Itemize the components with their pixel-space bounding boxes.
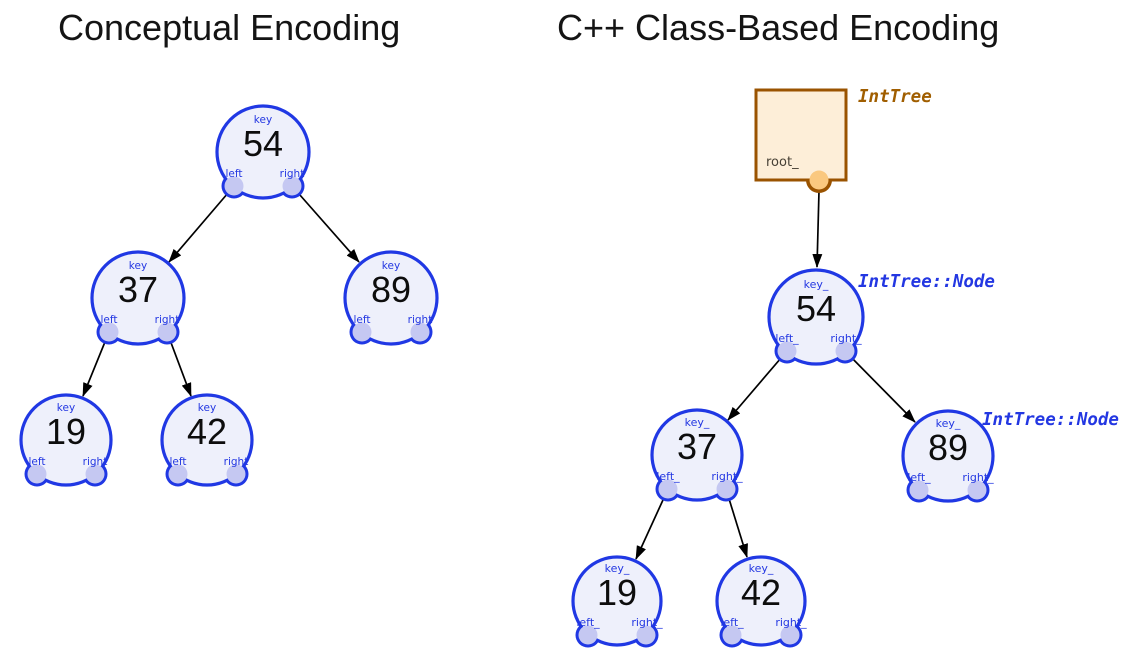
inttree-object-box: root_ (754, 88, 848, 193)
left-port (909, 480, 929, 500)
edge-54-left-37 (168, 185, 235, 263)
left-field-label: left (169, 456, 186, 468)
inttree-class-label: IntTree (858, 87, 932, 107)
key-field-label: key (382, 260, 400, 272)
right-field-label: right (83, 456, 108, 468)
node-value: 37 (118, 269, 158, 310)
node-value: 37 (677, 426, 717, 467)
right-tree-node-42: key_ 42 left_ right_ (715, 555, 807, 648)
node-body (650, 408, 744, 502)
right-tree-node-19: key_ 19 left_ right_ (571, 555, 663, 648)
node-body (901, 409, 995, 503)
left-port (352, 322, 372, 342)
right-port (410, 322, 430, 342)
key-field-label: key_ (936, 417, 961, 430)
right-field-label: right_ (631, 616, 663, 629)
right-tree-edges (635, 190, 916, 560)
left-field-label: left (353, 314, 370, 326)
left-tree-node-42: key 42 left right (160, 393, 254, 487)
left-port (224, 176, 244, 196)
node-body (160, 393, 254, 487)
right-field-label: right (155, 314, 180, 326)
right-port (967, 480, 987, 500)
key-field-label: key_ (605, 562, 630, 575)
left-port (578, 625, 598, 645)
right-field-label: right (280, 168, 305, 180)
node-value: 42 (187, 411, 227, 452)
edge-root-54 (812, 190, 823, 268)
left-port (27, 464, 47, 484)
right-port (636, 625, 656, 645)
root-port (809, 170, 829, 190)
right-port (780, 625, 800, 645)
key-field-label: key_ (749, 562, 774, 575)
left-tree-node-37: key 37 left right (90, 250, 186, 346)
key-field-label: key (254, 114, 272, 126)
right-field-label: right (224, 456, 249, 468)
left-field-label: left_ (656, 470, 680, 483)
right-field-label: right_ (711, 470, 743, 483)
node-value: 89 (371, 269, 411, 310)
left-field-label: left_ (907, 471, 931, 484)
node-body (571, 555, 663, 647)
right-port (226, 464, 246, 484)
left-tree-node-54: key 54 left right (215, 104, 311, 200)
edge-54-right-89 (291, 185, 360, 263)
left-field-label: left_ (576, 616, 600, 629)
edge-54-left-37 (727, 350, 788, 421)
right-field-label: right_ (830, 332, 862, 345)
key-field-label: key_ (685, 416, 710, 429)
right-port (835, 341, 855, 361)
node-body (767, 268, 865, 366)
node-value: 42 (741, 572, 781, 613)
node-value: 19 (597, 572, 637, 613)
right-field-label: right (408, 314, 433, 326)
node-value: 54 (243, 123, 283, 164)
node-class-label: IntTree::Node (982, 410, 1119, 430)
key-field-label: key (129, 260, 147, 272)
node-value: 54 (796, 288, 836, 329)
right-tree-node-89: key_ 89 left_ right_ (901, 409, 995, 503)
right-field-label: right_ (775, 616, 807, 629)
key-field-label: key (57, 402, 75, 414)
right-diagram-title: C++ Class-Based Encoding (557, 7, 999, 48)
right-tree-node-37: key_ 37 left_ right_ (650, 408, 744, 502)
node-body (90, 250, 186, 346)
right-field-label: right_ (962, 471, 994, 484)
node-body (715, 555, 807, 647)
left-tree-node-89: key 89 left right (343, 250, 439, 346)
node-body (19, 393, 113, 487)
left-port (722, 625, 742, 645)
key-field-label: key (198, 402, 216, 414)
node-value: 19 (46, 411, 86, 452)
node-class-label: IntTree::Node (858, 272, 995, 292)
root-field-label: root_ (766, 155, 799, 170)
left-diagram-title: Conceptual Encoding (58, 7, 400, 48)
left-tree-node-19: key 19 left right (19, 393, 113, 487)
left-field-label: left_ (720, 616, 744, 629)
right-port (85, 464, 105, 484)
left-port (658, 479, 678, 499)
edge-37-left-19 (635, 488, 669, 560)
inttree-box (754, 88, 848, 182)
left-field-label: left_ (775, 332, 799, 345)
left-field-label: left (225, 168, 242, 180)
right-port (716, 479, 736, 499)
right-port (157, 322, 177, 342)
node-body (343, 250, 439, 346)
left-port (99, 322, 119, 342)
right-tree-node-54: key_ 54 left_ right_ (767, 268, 865, 366)
node-body (215, 104, 311, 200)
left-port (777, 341, 797, 361)
edge-54-right-89 (844, 350, 916, 423)
key-field-label: key_ (804, 278, 829, 291)
node-value: 89 (928, 427, 968, 468)
left-field-label: left (100, 314, 117, 326)
left-field-label: left (28, 456, 45, 468)
right-port (282, 176, 302, 196)
left-port (168, 464, 188, 484)
